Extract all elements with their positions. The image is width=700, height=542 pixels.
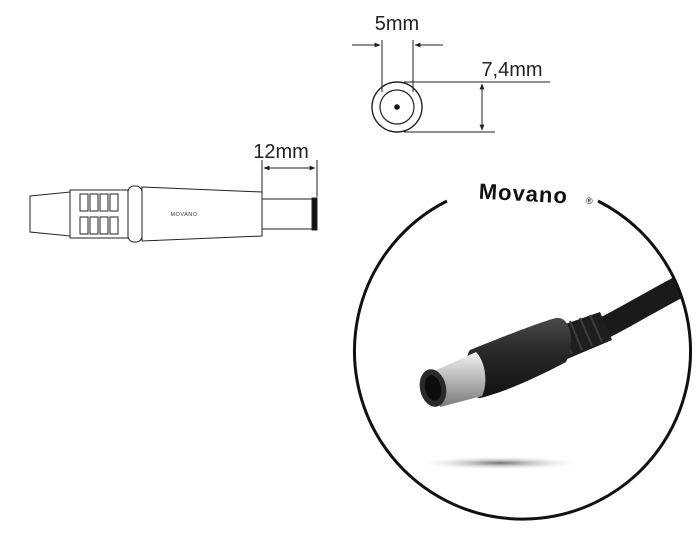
plug-tip xyxy=(261,198,313,230)
registered-mark: ® xyxy=(586,196,593,206)
cable-end xyxy=(29,191,71,237)
pin-diameter-label: 5mm xyxy=(375,13,419,35)
side-view xyxy=(29,160,318,243)
floor-shadow xyxy=(415,456,585,470)
front-view: 5mm 7,4mm xyxy=(352,13,550,133)
arc-brand-label: Movano xyxy=(478,179,568,209)
center-pin xyxy=(394,104,400,110)
photo-plug-hole xyxy=(424,375,442,401)
product-photo: Movano ® xyxy=(353,179,693,523)
tip-end xyxy=(311,197,318,231)
photo-plug-body xyxy=(466,317,571,398)
outer-diameter-label: 7,4mm xyxy=(481,59,542,81)
collar xyxy=(127,185,143,243)
photo-frame xyxy=(353,199,692,521)
strain-relief xyxy=(69,189,129,239)
outer-ring xyxy=(371,81,423,133)
tip-length-label: 12mm xyxy=(253,141,309,163)
ribs xyxy=(79,193,119,235)
body-brand-label: MOVANO xyxy=(170,212,197,218)
plug-body xyxy=(141,186,263,242)
inner-ring xyxy=(379,89,415,125)
